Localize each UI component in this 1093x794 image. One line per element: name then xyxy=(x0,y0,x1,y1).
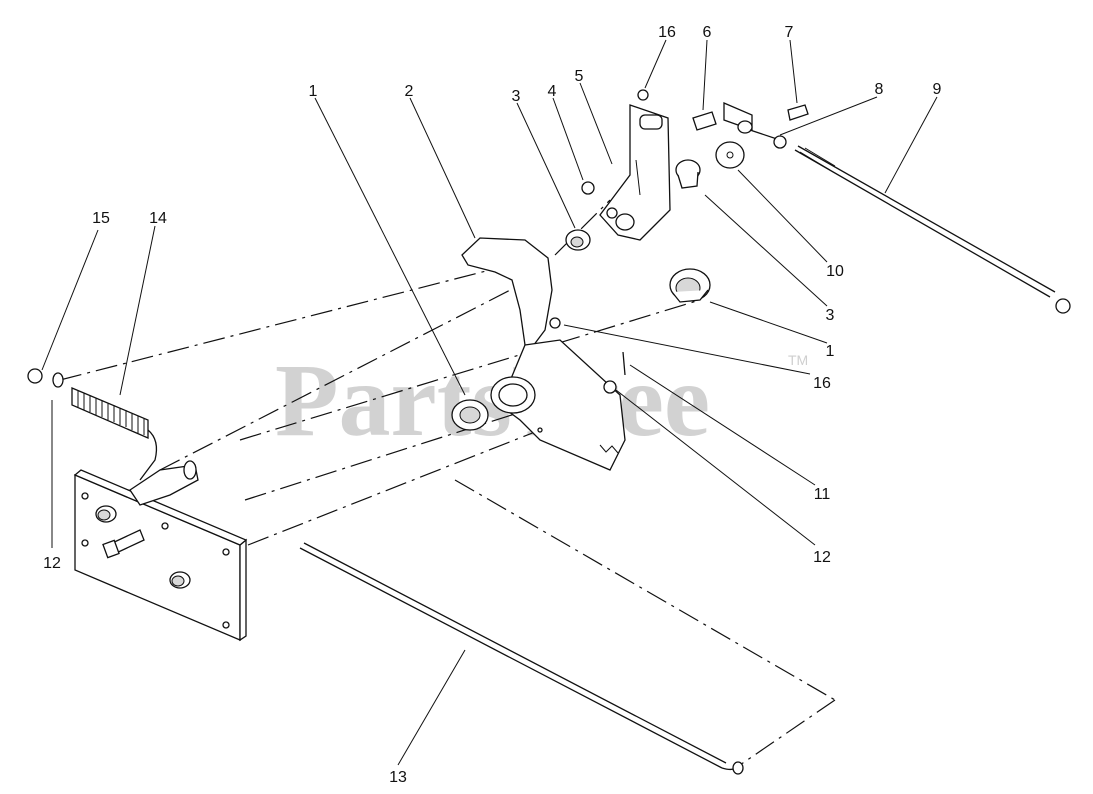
control-rod-13 xyxy=(299,542,744,775)
callout-labels: 1 2 3 4 5 16 6 7 8 9 10 3 1 16 11 12 15 … xyxy=(43,24,941,786)
callout-4: 4 xyxy=(548,83,557,100)
callout-10: 10 xyxy=(826,263,844,280)
screws-and-swivel xyxy=(692,102,809,149)
callout-3-right: 3 xyxy=(826,307,835,324)
callout-1-top: 1 xyxy=(309,83,318,100)
flanged-bushing-1 xyxy=(669,268,711,303)
washer-10 xyxy=(715,141,745,169)
callout-12-right: 12 xyxy=(813,549,831,566)
callout-9: 9 xyxy=(933,81,942,98)
bushing-3-left xyxy=(565,229,591,251)
callout-6: 6 xyxy=(703,24,712,41)
mounting-plate xyxy=(73,460,248,642)
bushing-3-right xyxy=(675,159,701,189)
callout-5: 5 xyxy=(575,68,584,85)
callout-7: 7 xyxy=(785,24,794,41)
watermark-trademark: TM xyxy=(788,352,808,368)
pivot-bracket xyxy=(581,89,671,241)
callout-2: 2 xyxy=(405,83,414,100)
callout-3-top: 3 xyxy=(512,88,521,105)
callout-16-top: 16 xyxy=(658,24,676,41)
speed-control-lever xyxy=(451,237,626,471)
extension-spring xyxy=(71,387,158,481)
callout-12-left: 12 xyxy=(43,555,61,572)
nut-and-washer-left xyxy=(27,368,64,388)
callout-1-right: 1 xyxy=(826,343,835,360)
control-rod-9 xyxy=(794,145,1071,314)
callout-15: 15 xyxy=(92,210,110,227)
callout-11: 11 xyxy=(814,486,831,503)
callout-16-right: 16 xyxy=(813,375,831,392)
leader-lines xyxy=(41,39,938,766)
callout-13: 13 xyxy=(389,769,407,786)
callout-14: 14 xyxy=(149,210,167,227)
callout-8: 8 xyxy=(875,81,884,98)
